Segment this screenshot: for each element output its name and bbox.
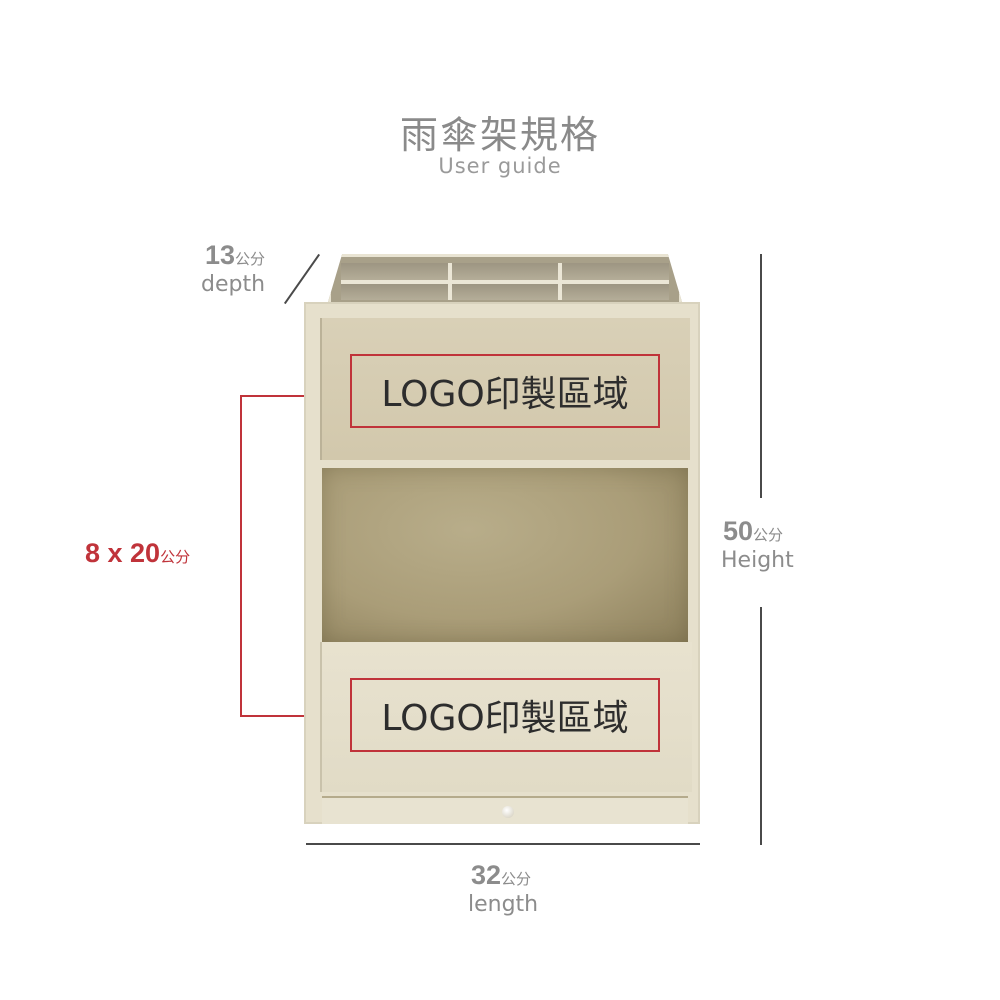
logo-area-dimension: 8 x 20公分 [85,538,190,569]
logo-print-area-bottom: LOGO印製區域 [350,678,660,752]
length-number: 32 [471,860,502,890]
logo-print-area-top: LOGO印製區域 [350,354,660,428]
length-unit: 公分 [501,871,532,888]
umbrella-stand-illustration [304,252,706,824]
depth-unit: 公分 [235,251,266,268]
rack-cell [451,283,559,300]
height-measure-line-bottom [760,607,762,845]
logo-area-bracket [240,395,332,717]
height-measure-line-top [760,254,762,498]
page-subtitle: User guide [438,154,562,178]
height-number: 50 [723,516,754,546]
rack-cell [562,283,669,300]
logo-area-unit: 公分 [160,549,191,566]
rack-grid [341,263,669,300]
stand-body [304,302,700,824]
rack-cell [451,263,559,280]
length-value: 32公分 [471,860,531,891]
drip-tray-drawer [322,796,688,824]
rack-cell [341,263,448,280]
page-title: 雨傘架規格 [399,113,600,157]
depth-label: depth [201,272,266,297]
depth-number: 13 [205,240,236,270]
front-opening [322,468,688,644]
height-unit: 公分 [753,527,784,544]
front-panel-bottom [320,642,692,792]
height-label: Height [721,548,794,573]
length-label: length [468,892,539,917]
front-panel-top [320,318,690,460]
rack-cell [562,263,669,280]
length-measure-line [306,843,700,845]
height-value: 50公分 [723,516,783,547]
rack-cell [341,283,448,300]
drawer-knob-icon [502,806,514,818]
top-rack [328,254,682,302]
depth-value: 13公分 [205,240,265,271]
logo-area-number: 8 x 20 [85,538,161,568]
